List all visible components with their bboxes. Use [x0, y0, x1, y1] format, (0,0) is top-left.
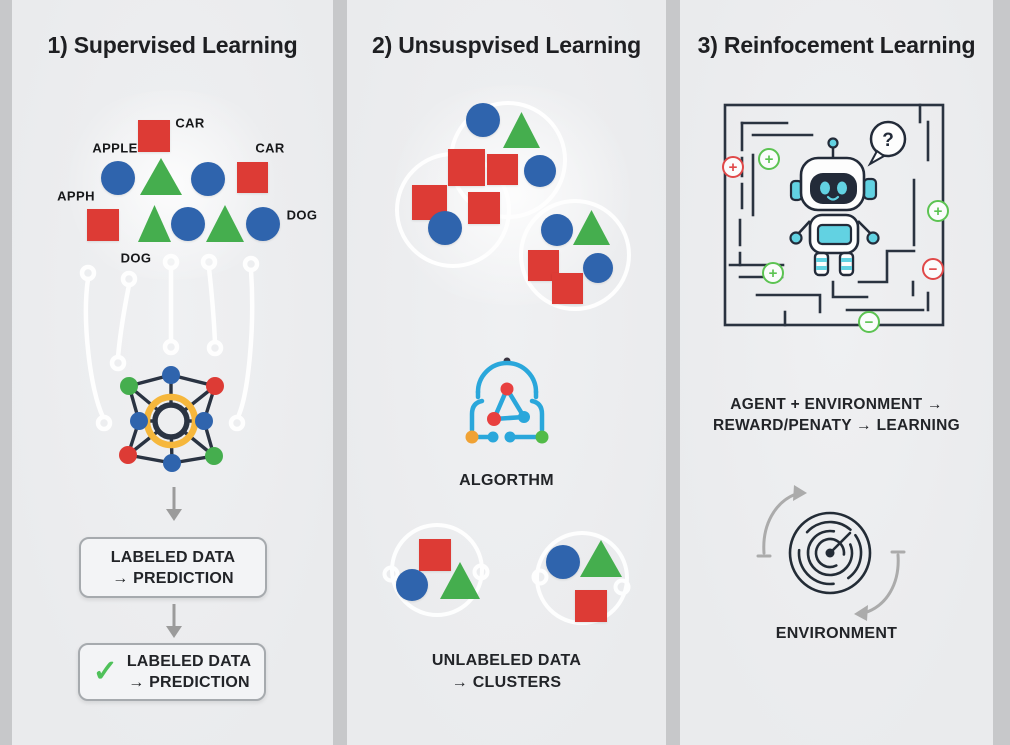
blue-circle-shape — [428, 211, 462, 245]
red-square-shape — [487, 154, 518, 185]
green-triangle-shape — [138, 205, 171, 242]
labeled-data-checked-box: ✓ LABELED DATA → PREDICTION — [78, 643, 266, 701]
caption-line1: UNLABELED DATA — [431, 652, 582, 669]
environment-icon — [756, 485, 906, 621]
network-nodes — [119, 366, 224, 472]
robot-icon: ? — [789, 120, 907, 277]
box-line2: → PREDICTION — [112, 569, 234, 587]
box-text: LABELED DATA → PREDICTION — [111, 547, 235, 589]
label-car-right: CAR — [255, 140, 285, 156]
blue-circle-shape — [171, 207, 205, 241]
box-line1: LABELED DATA — [110, 548, 236, 566]
box-line1: LABELED DATA — [126, 653, 252, 670]
labeled-data-box: LABELED DATA → PREDICTION — [79, 537, 267, 598]
panel3-title: 3) Reinfocement Learning — [697, 32, 976, 58]
red-square-shape — [448, 149, 485, 186]
unlabeled-data-caption: UNLABELED DATA → CLUSTERS — [347, 650, 666, 694]
panel-unsupervised-learning: 2) Unsuspvised Learning — [347, 0, 666, 745]
reward-badge-plus-green: + — [927, 200, 949, 222]
blue-circle-shape — [191, 162, 225, 196]
blue-circle-shape — [466, 103, 500, 137]
blue-circle-shape — [546, 545, 580, 579]
check-icon: ✓ — [92, 655, 118, 688]
down-arrow-icon — [166, 487, 182, 521]
algorithm-label: ALGORTHM — [459, 472, 554, 489]
penalty-badge-minus-green: − — [858, 311, 880, 333]
panel-reinforcement-learning: 3) Reinfocement Learning — [680, 0, 993, 745]
green-triangle-shape — [206, 205, 244, 242]
red-square-shape — [237, 162, 268, 193]
red-square-shape — [575, 590, 607, 622]
panel-supervised-learning: 1) Supervised Learning CAR APPLE CAR APP… — [12, 0, 333, 745]
down-arrow-icon — [166, 604, 182, 638]
panel1-title: 1) Supervised Learning — [47, 32, 298, 58]
penalty-badge-minus-red: − — [922, 258, 944, 280]
blue-circle-shape — [583, 253, 613, 283]
formula-line1: AGENT + ENVIRONMENT → — [730, 396, 943, 413]
neural-network-icon — [119, 366, 224, 472]
label-car-top: CAR — [175, 115, 205, 131]
red-square-shape — [468, 192, 500, 224]
box-text: LABELED DATA → PREDICTION — [127, 651, 251, 693]
blue-circle-shape — [246, 207, 280, 241]
reward-badge-plus-red: + — [722, 156, 744, 178]
reward-badge-plus-green: + — [762, 262, 784, 284]
algorithm-icon — [465, 357, 549, 444]
blue-circle-shape — [541, 214, 573, 246]
environment-label: ENVIRONMENT — [775, 625, 898, 642]
red-square-shape — [138, 120, 170, 152]
rl-formula: AGENT + ENVIRONMENT → REWARD/PENATY → LE… — [680, 394, 993, 436]
question-mark: ? — [882, 130, 894, 151]
box-line2: → PREDICTION — [128, 674, 250, 691]
caption-line2: → CLUSTERS — [451, 674, 562, 691]
label-dog-right: DOG — [286, 207, 318, 223]
label-dog-bottom: DOG — [120, 250, 152, 266]
red-square-shape — [552, 273, 583, 304]
red-square-shape — [419, 539, 451, 571]
center-hub — [152, 402, 190, 440]
green-triangle-shape — [140, 158, 182, 195]
label-apple: APPLE — [92, 140, 138, 156]
cycle-arrows — [756, 492, 906, 615]
blue-circle-shape — [396, 569, 428, 601]
reward-badge-plus-green: + — [758, 148, 780, 170]
blue-circle-shape — [524, 155, 556, 187]
question-bubble: ? — [867, 120, 907, 167]
connector-wires — [79, 253, 260, 432]
label-apph: APPH — [57, 188, 95, 204]
panel2-title: 2) Unsuspvised Learning — [372, 32, 641, 58]
robot-legs — [813, 251, 855, 277]
blue-circle-shape — [101, 161, 135, 195]
formula-line2: REWARD/PENATY → LEARNING — [713, 417, 960, 434]
cluster-outlines-bottom — [382, 523, 631, 625]
cluster-outlines — [395, 101, 631, 311]
red-square-shape — [87, 209, 119, 241]
